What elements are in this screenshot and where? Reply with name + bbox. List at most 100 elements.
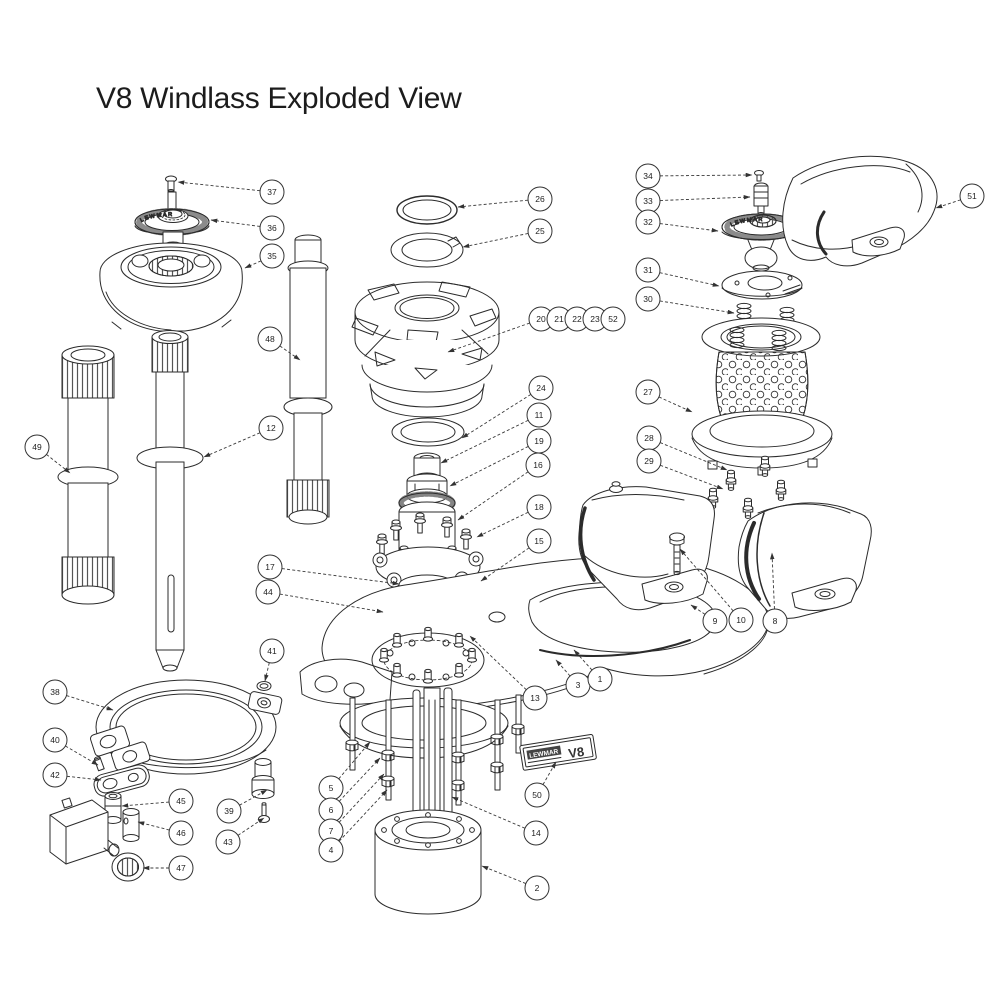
callout-number-25: 25 [535,226,545,236]
callout-number-44: 44 [263,587,273,597]
callout-22: 22 [564,306,590,332]
callout-circle-2 [524,875,550,901]
callout-number-39: 39 [224,806,234,816]
callout-number-37: 37 [267,187,277,197]
callout-circle-35 [259,243,285,269]
callout-18: 18 [476,494,552,538]
callout-number-4: 4 [329,845,334,855]
callout-circle-43 [215,829,241,855]
callout-number-52: 52 [608,314,618,324]
callout-51: 51 [935,183,985,209]
callout-number-32: 32 [643,217,653,227]
leader-line-42 [66,775,102,782]
callout-26: 26 [457,186,553,212]
callout-number-24: 24 [536,383,546,393]
callout-24: 24 [461,375,554,439]
callout-30: 30 [635,286,735,315]
callout-circle-8 [762,608,788,634]
callout-number-40: 40 [50,735,60,745]
leader-line-15 [480,547,530,582]
callout-5: 5 [318,741,371,801]
leader-line-9 [690,604,706,615]
leader-line-3 [555,659,571,677]
part-25-lock-washer [390,232,464,268]
callout-circle-24 [528,375,554,401]
callout-number-41: 41 [267,646,277,656]
leader-line-32 [659,223,719,233]
leader-line-31 [659,272,720,287]
leader-line-43 [237,817,265,836]
sensor-body [49,797,120,865]
callout-number-20: 20 [536,314,546,324]
diagram-title: V8 Windlass Exploded View [96,82,462,115]
callout-circle-38 [42,679,68,705]
callout-number-48: 48 [265,334,275,344]
part-45-bush [104,792,122,824]
callout-number-21: 21 [554,314,564,324]
part-37-screw [165,175,177,193]
leader-line-38 [66,695,114,711]
part-38-clamp-ring [90,679,283,775]
part-2-motor-canister [374,809,482,915]
callout-49: 49 [24,434,71,474]
callout-34: 34 [635,163,753,189]
callout-circle-10 [728,607,754,633]
callout-45: 45 [121,788,194,814]
callout-circle-16 [525,452,551,478]
callout-circle-17 [257,554,283,580]
part-33-plunger [753,182,769,216]
leader-line-26 [457,199,529,209]
part-48-drive-shaft [283,234,333,525]
part-31-cam-plate [721,270,803,300]
callout-number-31: 31 [643,265,653,275]
callout-number-18: 18 [534,502,544,512]
callout-number-42: 42 [50,770,60,780]
callout-circle-14 [523,820,549,846]
leader-line-45 [121,801,170,808]
callout-circle-11 [526,402,552,428]
callout-circle-27 [635,379,661,405]
callout-number-17: 17 [265,562,275,572]
callout-number-8: 8 [773,616,778,626]
callout-39: 39 [216,789,268,824]
part-42-link-bracket [93,764,150,797]
callout-number-19: 19 [534,436,544,446]
callout-circle-48 [257,326,283,352]
callout-1: 1 [573,649,613,692]
label-brand-text: LEWMAR [529,748,559,760]
callout-number-38: 38 [50,687,60,697]
callout-37: 37 [177,179,285,205]
callout-circle-47 [168,855,194,881]
leader-line-30 [659,300,735,315]
leader-line-37 [177,180,261,192]
callout-number-7: 7 [329,826,334,836]
callout-number-13: 13 [530,693,540,703]
callout-circle-1 [587,666,613,692]
leader-line-46 [137,821,170,831]
callout-46: 46 [137,820,194,846]
callout-14: 14 [451,796,549,846]
callout-number-26: 26 [535,194,545,204]
leader-line-33 [659,194,751,201]
callout-43: 43 [215,817,265,855]
callout-number-46: 46 [176,828,186,838]
callout-circle-30 [635,286,661,312]
callout-circle-32 [635,209,661,235]
callout-circle-46 [168,820,194,846]
part-26-o-ring [396,195,458,225]
leader-line-35 [244,260,262,269]
callout-circle-45 [168,788,194,814]
part-14-drive-rod [412,687,453,839]
part-9-chainpipe-cover-left [578,481,715,611]
leader-line-7 [338,773,385,823]
callout-number-51: 51 [967,191,977,201]
callout-number-14: 14 [531,828,541,838]
leader-line-34 [659,172,753,178]
part-50-brand-label: LEWMAR V8 [519,733,597,771]
callout-number-29: 29 [644,456,654,466]
leader-line-50 [542,761,557,785]
part-4-5-6-7-studs [345,694,525,806]
callout-circle-52 [600,306,626,332]
part-40-pivot-pin [93,756,105,772]
